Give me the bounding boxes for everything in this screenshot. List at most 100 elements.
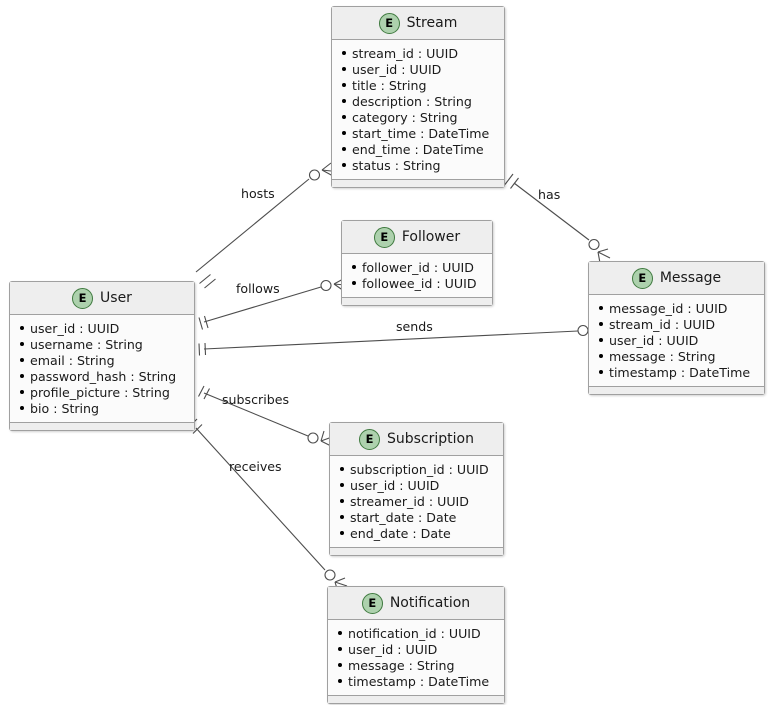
bullet-icon	[342, 147, 346, 151]
attribute-label: start_date : Date	[350, 510, 457, 525]
attribute-row: user_id : UUID	[330, 478, 503, 494]
attribute-row: profile_picture : String	[10, 385, 194, 401]
bullet-icon	[338, 647, 342, 651]
attribute-row: end_time : DateTime	[332, 142, 504, 158]
bullet-icon	[340, 467, 344, 471]
attribute-row: timestamp : DateTime	[328, 674, 504, 690]
attribute-label: username : String	[30, 337, 143, 352]
entity-subscription-title: Subscription	[387, 431, 474, 447]
bullet-icon	[342, 51, 346, 55]
attribute-label: message : String	[348, 658, 455, 673]
relationship-label-has: has	[538, 187, 561, 202]
attribute-label: stream_id : UUID	[609, 317, 716, 332]
bullet-icon	[338, 663, 342, 667]
attribute-label: streamer_id : UUID	[350, 494, 469, 509]
entity-user-title: User	[100, 290, 132, 306]
attribute-label: user_id : UUID	[30, 321, 120, 336]
attribute-row: streamer_id : UUID	[330, 494, 503, 510]
attribute-row: start_time : DateTime	[332, 126, 504, 142]
entity-stream-footer	[332, 179, 504, 187]
entity-badge-icon: E	[378, 12, 400, 34]
entity-message-title: Message	[659, 270, 722, 286]
entity-badge-icon: E	[359, 428, 380, 450]
attribute-label: message : String	[609, 349, 716, 364]
attribute-label: email : String	[30, 353, 115, 368]
bullet-icon	[20, 374, 24, 378]
bullet-icon	[20, 390, 24, 394]
attribute-row: stream_id : UUID	[589, 317, 764, 333]
bullet-icon	[599, 306, 603, 310]
bullet-icon	[352, 265, 356, 269]
entity-follower-attributes: follower_id : UUID followee_id : UUID	[342, 254, 492, 297]
entity-follower-footer	[342, 297, 492, 305]
attribute-row: category : String	[332, 110, 504, 126]
bullet-icon	[599, 338, 603, 342]
entity-follower-header: E Follower	[342, 221, 492, 254]
attribute-label: user_id : UUID	[609, 333, 699, 348]
entity-user-attributes: user_id : UUID username : String email :…	[10, 315, 194, 422]
entity-message-attributes: message_id : UUID stream_id : UUID user_…	[589, 295, 764, 386]
attribute-label: status : String	[352, 158, 441, 173]
entity-message-header: E Message	[589, 262, 764, 295]
entity-message-footer	[589, 386, 764, 394]
entity-badge-icon: E	[361, 592, 383, 614]
attribute-label: timestamp : DateTime	[609, 365, 751, 380]
attribute-label: user_id : UUID	[350, 478, 440, 493]
entity-subscription[interactable]: E Subscription subscription_id : UUID us…	[329, 422, 504, 556]
entity-notification-header: E Notification	[328, 587, 504, 620]
attribute-row: subscription_id : UUID	[330, 462, 503, 478]
bullet-icon	[340, 483, 344, 487]
entity-badge-icon: E	[631, 267, 653, 289]
attribute-label: description : String	[352, 94, 472, 109]
entity-message[interactable]: E Message message_id : UUID stream_id : …	[588, 261, 765, 395]
entity-follower[interactable]: E Follower follower_id : UUID followee_i…	[341, 220, 493, 306]
attribute-row: bio : String	[10, 401, 194, 417]
bullet-icon	[340, 531, 344, 535]
bullet-icon	[20, 342, 24, 346]
attribute-row: message_id : UUID	[589, 301, 764, 317]
entity-badge-icon: E	[72, 287, 94, 309]
attribute-label: end_date : Date	[350, 526, 451, 541]
entity-subscription-attributes: subscription_id : UUID user_id : UUID st…	[330, 456, 503, 547]
bullet-icon	[352, 281, 356, 285]
bullet-icon	[20, 326, 24, 330]
bullet-icon	[342, 163, 346, 167]
bullet-icon	[20, 406, 24, 410]
entity-subscription-footer	[330, 547, 503, 555]
relationship-label-follows: follows	[236, 281, 280, 296]
attribute-row: status : String	[332, 158, 504, 174]
bullet-icon	[342, 99, 346, 103]
attribute-row: start_date : Date	[330, 510, 503, 526]
bullet-icon	[599, 370, 603, 374]
attribute-label: notification_id : UUID	[348, 626, 481, 641]
bullet-icon	[338, 631, 342, 635]
entity-stream[interactable]: E Stream stream_id : UUID user_id : UUID…	[331, 6, 505, 188]
relationship-label-receives: receives	[229, 459, 282, 474]
entity-user[interactable]: E User user_id : UUID username : String …	[9, 281, 195, 431]
attribute-label: user_id : UUID	[352, 62, 442, 77]
bullet-icon	[342, 67, 346, 71]
attribute-row: user_id : UUID	[328, 642, 504, 658]
attribute-label: followee_id : UUID	[362, 276, 477, 291]
attribute-label: category : String	[352, 110, 458, 125]
attribute-row: follower_id : UUID	[342, 260, 492, 276]
bullet-icon	[20, 358, 24, 362]
attribute-label: subscription_id : UUID	[350, 462, 489, 477]
attribute-row: end_date : Date	[330, 526, 503, 542]
bullet-icon	[338, 679, 342, 683]
attribute-row: user_id : UUID	[332, 62, 504, 78]
bullet-icon	[599, 322, 603, 326]
entity-notification-title: Notification	[389, 595, 471, 611]
relationship-edge-receives	[187, 418, 348, 593]
entity-notification-footer	[328, 695, 504, 703]
relationship-label-sends: sends	[396, 319, 433, 334]
entity-notification[interactable]: E Notification notification_id : UUID us…	[327, 586, 505, 704]
attribute-row: email : String	[10, 353, 194, 369]
attribute-label: title : String	[352, 78, 427, 93]
entity-stream-title: Stream	[406, 15, 458, 31]
entity-subscription-header: E Subscription	[330, 423, 503, 456]
entity-stream-header: E Stream	[332, 7, 504, 40]
attribute-label: message_id : UUID	[609, 301, 728, 316]
entity-user-footer	[10, 422, 194, 430]
